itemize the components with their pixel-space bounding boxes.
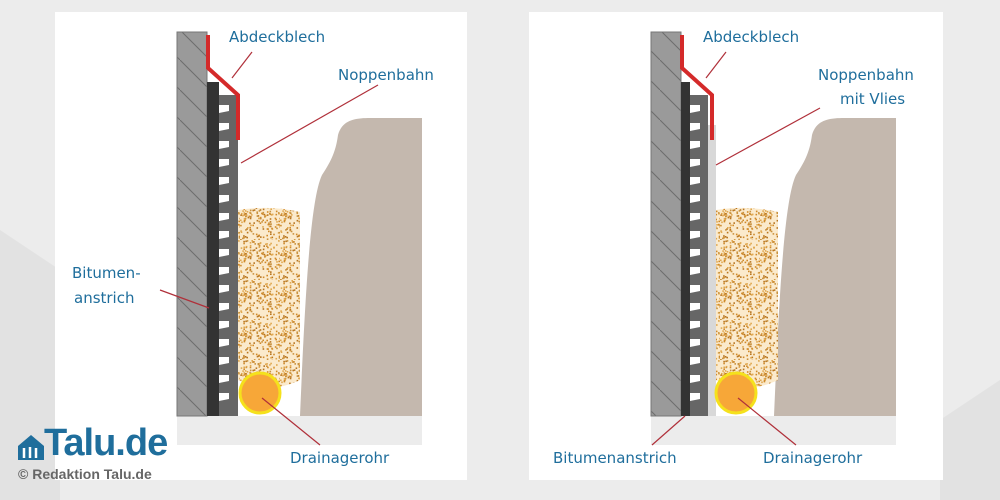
cover-flashing [206,35,240,140]
membrane-dimple [219,231,229,239]
left-panel: Abdeckblech Noppenbahn Bitumen- anstrich… [55,12,467,480]
membrane-dimple [690,213,700,221]
soil [774,118,896,416]
label-drainagerohr: Drainagerohr [763,449,863,467]
membrane-dimple [690,231,700,239]
membrane-dimple [219,249,229,257]
dimpled-membrane [690,95,708,416]
label-noppenbahn: Noppenbahn [818,66,914,84]
membrane-dimple [219,339,229,347]
background-shape [0,230,60,500]
logo-name: Talu.de [44,422,168,464]
membrane-dimple [219,393,229,401]
membrane-dimples [690,105,700,401]
membrane-dimple [219,267,229,275]
membrane-dimple [219,213,229,221]
membrane-dimple [690,159,700,167]
membrane-dimple [219,285,229,293]
membrane-dimple [219,177,229,185]
fleece-layer [708,125,716,416]
concrete-wall [650,31,682,417]
membrane-dimple [690,285,700,293]
label-bitumenanstrich: Bitumenanstrich [553,449,677,467]
logo-credit: © Redaktion Talu.de [18,466,152,482]
membrane-dimple [690,375,700,383]
membrane-dimple [690,105,700,113]
soil [300,118,422,416]
right-panel: Abdeckblech Noppenbahn mit Vlies Bitumen… [529,12,943,480]
membrane-dimple [219,357,229,365]
membrane-dimple [690,249,700,257]
membrane-dimple [690,357,700,365]
bitumen-coating [681,82,690,416]
membrane-dimples [219,105,229,401]
membrane-dimple [690,123,700,131]
membrane-dimple [219,105,229,113]
membrane-dimple [219,195,229,203]
membrane-dimple [219,123,229,131]
background-shape [940,380,1000,500]
bitumen-coating [207,82,219,416]
drain-pipe [238,371,282,415]
label-bitumen-line1: Bitumen- [72,264,141,282]
gravel-fill [238,207,300,388]
membrane-dimple [690,141,700,149]
label-abdeckblech: Abdeckblech [229,28,325,46]
membrane-dimple [690,321,700,329]
cover-flashing [680,35,714,140]
label-bitumen-line2: anstrich [74,289,134,307]
ground-base [177,416,422,445]
concrete-wall [176,31,208,417]
membrane-dimple [690,267,700,275]
membrane-dimple [690,339,700,347]
membrane-dimple [690,195,700,203]
label-noppenbahn: Noppenbahn [338,66,434,84]
drain-pipe [714,371,758,415]
membrane-dimple [690,177,700,185]
membrane-dimple [219,375,229,383]
membrane-dimple [219,303,229,311]
gravel-fill [716,207,778,388]
membrane-dimple [219,321,229,329]
label-mit-vlies: mit Vlies [840,90,905,108]
ground-base [651,416,896,445]
house-tools-icon [18,435,44,460]
dimpled-membrane [219,95,238,416]
membrane-dimple [219,141,229,149]
label-drainagerohr: Drainagerohr [290,449,390,467]
label-abdeckblech: Abdeckblech [703,28,799,46]
membrane-dimple [690,303,700,311]
membrane-dimple [219,159,229,167]
membrane-dimple [690,393,700,401]
